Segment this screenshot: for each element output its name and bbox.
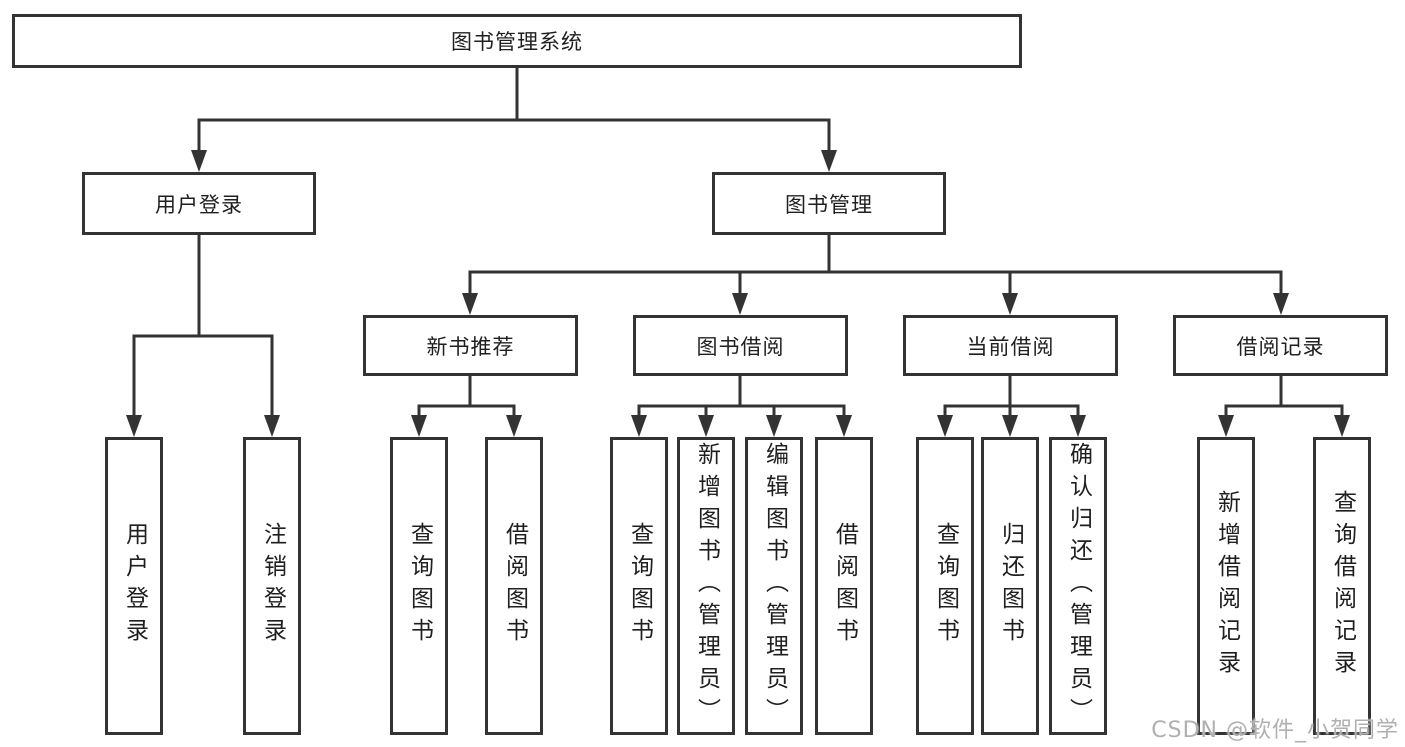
leaf-label: 借阅图书 bbox=[501, 522, 528, 650]
leaf-current-query-books: 查询图书 bbox=[916, 437, 974, 735]
node-label: 借阅记录 bbox=[1236, 334, 1325, 359]
node-current-borrowing: 当前借阅 bbox=[903, 315, 1118, 376]
leaf-label: 查询图书 bbox=[406, 522, 433, 650]
leaf-label: 新增图书（管理员） bbox=[693, 442, 720, 730]
node-book-management: 图书管理 bbox=[712, 172, 946, 235]
leaf-add-borrow-record: 新增借阅记录 bbox=[1197, 437, 1255, 735]
node-root-system: 图书管理系统 bbox=[12, 14, 1022, 68]
leaf-label: 借阅图书 bbox=[831, 522, 858, 650]
leaf-label: 编辑图书（管理员） bbox=[761, 442, 788, 730]
leaf-logout: 注销登录 bbox=[243, 437, 301, 735]
node-user-login: 用户登录 bbox=[82, 172, 316, 235]
node-label: 新书推荐 bbox=[426, 334, 515, 359]
leaf-borrow-books: 借阅图书 bbox=[815, 437, 873, 735]
node-new-book-recommendation: 新书推荐 bbox=[363, 315, 578, 376]
leaf-recommend-query-books: 查询图书 bbox=[390, 437, 448, 735]
leaf-borrowing-query-books: 查询图书 bbox=[610, 437, 668, 735]
leaf-label: 新增借阅记录 bbox=[1213, 490, 1240, 682]
node-book-borrowing: 图书借阅 bbox=[633, 315, 848, 376]
leaf-confirm-return-admin: 确认归还（管理员） bbox=[1049, 437, 1107, 735]
leaf-label: 查询借阅记录 bbox=[1329, 490, 1356, 682]
leaf-add-book-admin: 新增图书（管理员） bbox=[677, 437, 735, 735]
leaf-user-login: 用户登录 bbox=[105, 437, 163, 735]
node-label: 图书管理系统 bbox=[451, 30, 583, 54]
leaf-label: 查询图书 bbox=[626, 522, 653, 650]
node-label: 当前借阅 bbox=[966, 334, 1055, 359]
leaf-label: 查询图书 bbox=[932, 522, 959, 650]
leaf-label: 归还图书 bbox=[997, 522, 1024, 650]
leaf-label: 用户登录 bbox=[121, 522, 148, 650]
node-label: 用户登录 bbox=[155, 192, 243, 217]
arrowhead-group bbox=[126, 150, 1350, 437]
leaf-recommend-borrow-books: 借阅图书 bbox=[485, 437, 543, 735]
leaf-query-borrow-record: 查询借阅记录 bbox=[1313, 437, 1371, 735]
leaf-edit-book-admin: 编辑图书（管理员） bbox=[745, 437, 803, 735]
leaf-label: 确认归还（管理员） bbox=[1065, 442, 1092, 730]
node-borrowing-records: 借阅记录 bbox=[1173, 315, 1388, 376]
node-label: 图书借阅 bbox=[696, 334, 785, 359]
node-label: 图书管理 bbox=[785, 192, 873, 217]
leaf-return-books: 归还图书 bbox=[981, 437, 1039, 735]
csdn-watermark: CSDN @软件_小贺同学 bbox=[1151, 718, 1399, 743]
leaf-label: 注销登录 bbox=[259, 522, 286, 650]
